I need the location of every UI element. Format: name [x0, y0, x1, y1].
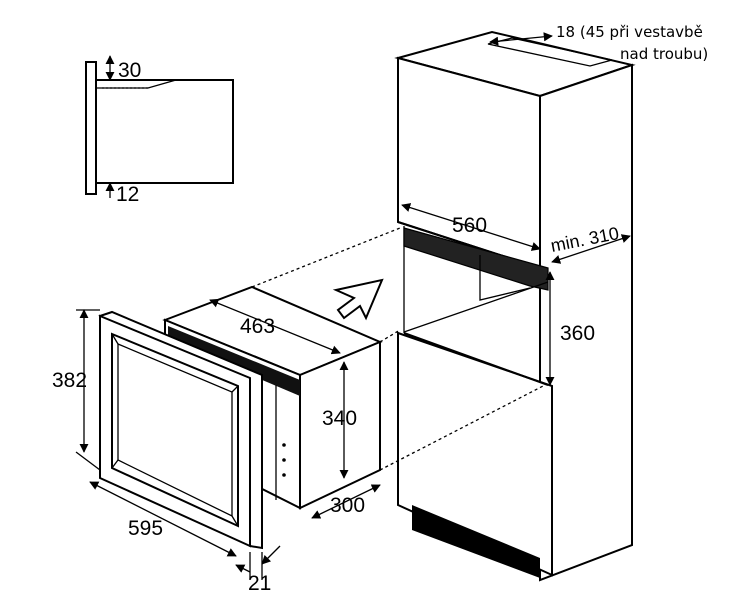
insert-direction-arrow	[332, 278, 384, 321]
niche-width-label: 560	[452, 214, 487, 237]
trim-width-arrow	[89, 481, 237, 557]
vent-note-line2: nad troubu)	[620, 45, 708, 63]
alignment-guides	[251, 227, 546, 471]
oven-front-edge	[168, 326, 300, 396]
bottom-gap-label: 12	[116, 183, 139, 206]
cabinet-plinth	[412, 505, 540, 578]
vent-arrow	[489, 32, 553, 46]
tall-cabinet	[394, 30, 636, 582]
trim-depth-label: 21	[248, 572, 271, 595]
oven-height-label: 340	[322, 407, 357, 430]
side-panel	[85, 61, 97, 195]
oven-width-arrow	[209, 298, 341, 355]
top-gap-label: 30	[118, 59, 141, 82]
section-body	[96, 79, 234, 184]
niche-height-label: 360	[560, 322, 595, 345]
niche-width-arrow	[401, 203, 541, 251]
vent-note-line1: 18 (45 při vestavbě	[556, 23, 703, 41]
oven-depth-arrow	[311, 484, 381, 519]
trim-height-label: 382	[52, 369, 87, 392]
side-section-detail	[85, 55, 234, 198]
trim-width-label: 595	[128, 517, 163, 540]
oven-depth-label: 300	[330, 494, 365, 517]
oven-width-label: 463	[240, 315, 275, 338]
cabinet-depth-arrow	[551, 234, 631, 264]
